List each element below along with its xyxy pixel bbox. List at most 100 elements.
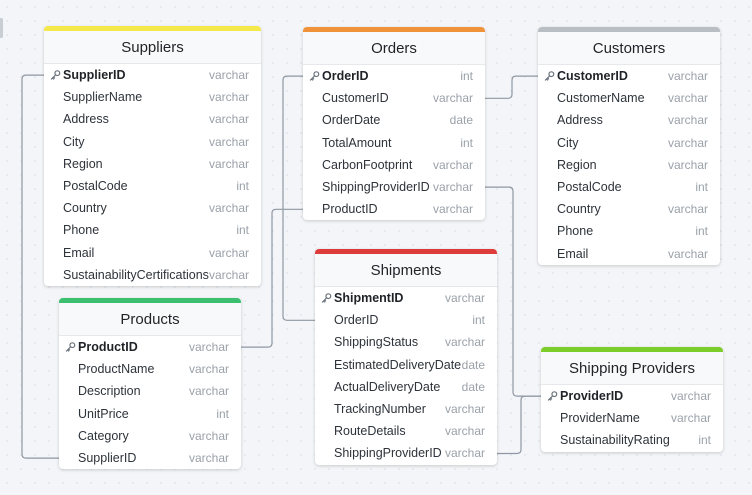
field-row[interactable]: Email varchar (44, 242, 261, 264)
table-title[interactable]: Customers (538, 32, 720, 65)
relationship-orders-customers (485, 75, 538, 99)
field-type: date (449, 113, 473, 128)
field-name: SupplierID (78, 451, 137, 466)
field-type: varchar (208, 90, 249, 105)
field-type: varchar (670, 411, 711, 426)
primary-key-field[interactable]: CustomerID varchar (538, 65, 720, 87)
field-row[interactable]: SupplierName varchar (44, 86, 261, 108)
field-row[interactable]: TrackingNumber varchar (315, 398, 497, 420)
field-row[interactable]: TotalAmount int (303, 132, 485, 154)
table-color-bar (541, 347, 723, 352)
field-row[interactable]: PostalCode int (538, 176, 720, 198)
field-name: PostalCode (557, 180, 622, 195)
table-title[interactable]: Shipping Providers (541, 352, 723, 385)
field-name: Address (63, 112, 109, 127)
field-type: int (236, 179, 249, 194)
field-name: ActualDeliveryDate (334, 379, 441, 394)
relationship-orders-shipping-providers (485, 186, 541, 397)
field-name: ShippingStatus (334, 335, 419, 350)
table-title[interactable]: Orders (303, 32, 485, 65)
relationship-suppliers-products (21, 74, 59, 459)
panel-edge-marker (0, 18, 3, 38)
table-color-bar (44, 26, 261, 31)
field-name: ProviderName (560, 411, 640, 426)
table-title[interactable]: Suppliers (44, 31, 261, 64)
field-row[interactable]: ProviderName varchar (541, 407, 723, 429)
table-color-bar (538, 27, 720, 32)
field-type: varchar (667, 69, 708, 84)
field-row[interactable]: City varchar (44, 131, 261, 153)
field-name: ShipmentID (334, 291, 404, 306)
field-type: varchar (208, 134, 249, 149)
field-name: Email (63, 245, 95, 260)
field-type: varchar (208, 245, 249, 260)
table-title[interactable]: Products (59, 303, 241, 336)
field-name: TotalAmount (322, 135, 392, 150)
field-name: Email (557, 246, 589, 261)
field-name: CustomerID (557, 69, 628, 84)
field-name: ProviderID (560, 389, 624, 404)
field-row[interactable]: Region varchar (538, 154, 720, 176)
field-type: int (695, 180, 708, 195)
key-icon (544, 71, 555, 82)
field-name: City (63, 134, 85, 149)
field-type: varchar (667, 202, 708, 217)
field-name: SupplierName (63, 90, 143, 105)
field-name: TrackingNumber (334, 402, 426, 417)
field-type: varchar (432, 202, 473, 217)
table-title[interactable]: Shipments (315, 254, 497, 287)
field-name: Region (557, 157, 597, 172)
field-type: int (460, 135, 473, 150)
key-icon (65, 342, 76, 353)
field-type: varchar (667, 157, 708, 172)
field-name: SustainabilityRating (560, 433, 670, 448)
field-type: varchar (208, 201, 249, 216)
table-color-bar (59, 298, 241, 303)
field-type: varchar (444, 402, 485, 417)
field-type: varchar (444, 446, 485, 461)
